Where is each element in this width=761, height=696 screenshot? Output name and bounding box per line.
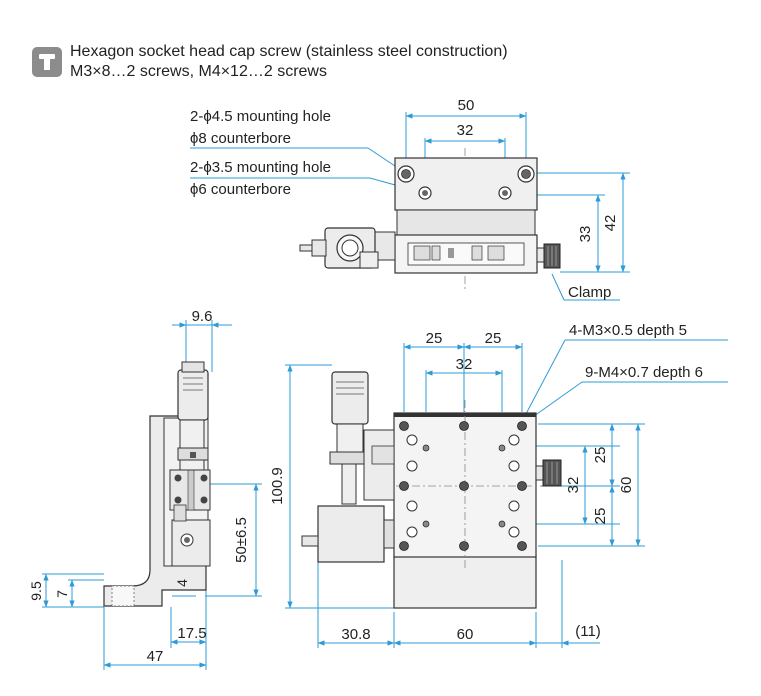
mounting-hole-label-1: 2-ϕ4.5 mounting hole: [190, 108, 331, 125]
counterbore-label-1: ϕ8 counterbore: [190, 130, 291, 147]
side-dim-9-5: 9.5: [28, 581, 44, 601]
front-dim-25-left: 25: [426, 330, 443, 347]
front-dim-60: 60: [457, 626, 474, 643]
front-dim-32: 32: [456, 356, 473, 373]
side-dim-17-5: 17.5: [177, 625, 206, 642]
top-view: 50 32 2-ϕ4.5 mounting hole ϕ8 counterbor…: [190, 97, 630, 301]
top-dim-33: 33: [577, 226, 594, 243]
m3-tap-label: 4-M3×0.5 depth 5: [569, 322, 687, 339]
side-dim-7: 7: [54, 590, 70, 598]
front-dim-32-vertical: 32: [565, 477, 582, 494]
mounting-hole-label-2: 2-ϕ3.5 mounting hole: [190, 159, 331, 176]
front-view: 25 25 32 4-M3×0.5 depth 5 9-M4×0.7 depth…: [269, 322, 728, 648]
screw-icon: [32, 47, 62, 77]
m3-tap-holes: [422, 444, 506, 528]
front-dim-60-vertical: 60: [618, 477, 635, 494]
clamp-label: Clamp: [568, 284, 611, 301]
front-dim-25-top: 25: [592, 447, 609, 464]
side-dim-9-6: 9.6: [192, 308, 213, 325]
side-dim-4: 4: [174, 579, 190, 587]
m4-tap-holes: [399, 421, 527, 551]
m4-tap-label: 9-M4×0.7 depth 6: [585, 364, 703, 381]
side-dim-47: 47: [147, 648, 164, 665]
side-view: 9.6 50±6.5 4 9.5 7 17.5 47: [28, 308, 262, 670]
top-dim-32: 32: [457, 122, 474, 139]
front-dim-100-9: 100.9: [269, 467, 286, 505]
front-dim-11: (11): [575, 623, 601, 640]
front-dim-25-right: 25: [485, 330, 502, 347]
side-dim-50pm: 50±6.5: [233, 517, 250, 563]
screw-note: Hexagon socket head cap screw (stainless…: [70, 42, 508, 82]
top-dim-50: 50: [458, 97, 475, 114]
counterbore-label-2: ϕ6 counterbore: [190, 181, 291, 198]
top-dim-42: 42: [602, 215, 619, 232]
front-dim-30-8: 30.8: [341, 626, 370, 643]
screw-note-line1: Hexagon socket head cap screw (stainless…: [70, 43, 508, 60]
screw-note-line2: M3×8…2 screws, M4×12…2 screws: [70, 63, 327, 80]
front-dim-25-bottom: 25: [592, 508, 609, 525]
